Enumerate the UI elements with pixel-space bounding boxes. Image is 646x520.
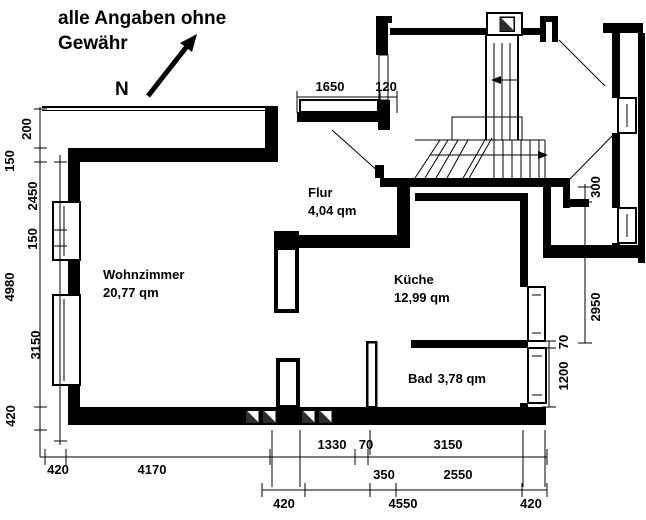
door-swing-line bbox=[331, 129, 381, 174]
dim-bottom-70: 70 bbox=[359, 437, 373, 452]
hatch-marker-icon bbox=[245, 409, 260, 424]
hatch-marker-icon bbox=[262, 409, 277, 424]
room-area-wohnzimmer: 20,77 qm bbox=[103, 285, 159, 300]
bottom-pier bbox=[276, 358, 300, 409]
dim-right-2950: 2950 bbox=[588, 293, 603, 322]
room-label-flur: Flur bbox=[308, 185, 333, 200]
dim-top-1650: 1650 bbox=[316, 79, 345, 94]
north-arrow-icon bbox=[146, 34, 197, 98]
dim-bottom-420c: 420 bbox=[520, 496, 542, 511]
chimney-pier bbox=[274, 231, 299, 313]
hatch-marker-icon bbox=[301, 409, 316, 424]
door-swing-line bbox=[568, 133, 615, 181]
dim-bottom-3150: 3150 bbox=[434, 437, 463, 452]
bad-partition-wall bbox=[365, 340, 378, 409]
walls bbox=[42, 16, 645, 425]
dim-right-1200: 1200 bbox=[556, 362, 571, 391]
room-area-kueche: 12,99 qm bbox=[394, 290, 450, 305]
dim-bottom-2550: 2550 bbox=[444, 467, 473, 482]
dim-top-120: 120 bbox=[375, 79, 397, 94]
north-label: N bbox=[115, 79, 129, 100]
door-swings bbox=[331, 39, 615, 181]
dim-bottom-4550: 4550 bbox=[389, 496, 418, 511]
disclaimer-line1: alle Angaben ohne bbox=[58, 8, 226, 29]
window-icon bbox=[617, 97, 637, 134]
dim-left-4980: 4980 bbox=[2, 273, 17, 302]
dim-bottom-420a: 420 bbox=[47, 462, 69, 477]
dim-left-150b: 150 bbox=[25, 228, 40, 250]
dim-left-2450: 2450 bbox=[25, 182, 40, 211]
window-icon bbox=[617, 207, 637, 244]
dim-left-150a: 150 bbox=[2, 150, 17, 172]
room-label-wohnzimmer: Wohnzimmer bbox=[103, 267, 184, 282]
window-symbols bbox=[52, 12, 637, 404]
door-swing-line bbox=[558, 39, 606, 87]
room-area-flur: 4,04 qm bbox=[308, 203, 356, 218]
dim-bottom-4170: 4170 bbox=[138, 462, 167, 477]
room-label-kueche: Küche bbox=[394, 272, 434, 287]
window-icon bbox=[52, 201, 81, 261]
hatch-marker-icon bbox=[499, 16, 515, 32]
dim-right-300: 300 bbox=[588, 176, 603, 198]
window-icon bbox=[378, 54, 389, 101]
dim-left-3150: 3150 bbox=[28, 331, 43, 360]
dim-bottom-420b: 420 bbox=[273, 496, 295, 511]
dim-left-420: 420 bbox=[3, 405, 18, 427]
window-icon bbox=[52, 294, 81, 386]
dim-bottom-350: 350 bbox=[373, 467, 395, 482]
window-icon bbox=[527, 347, 547, 404]
window-icon bbox=[299, 99, 379, 113]
dim-bottom-1330: 1330 bbox=[318, 437, 347, 452]
hatch-marker-icon bbox=[318, 409, 333, 424]
dim-right-70: 70 bbox=[556, 335, 571, 349]
disclaimer-line2: Gewähr bbox=[58, 33, 128, 54]
hatch-markers bbox=[245, 16, 515, 424]
staircase bbox=[414, 35, 548, 181]
window-icon bbox=[527, 286, 546, 342]
dim-left-200: 200 bbox=[19, 118, 34, 140]
dimension-lines bbox=[34, 91, 592, 497]
